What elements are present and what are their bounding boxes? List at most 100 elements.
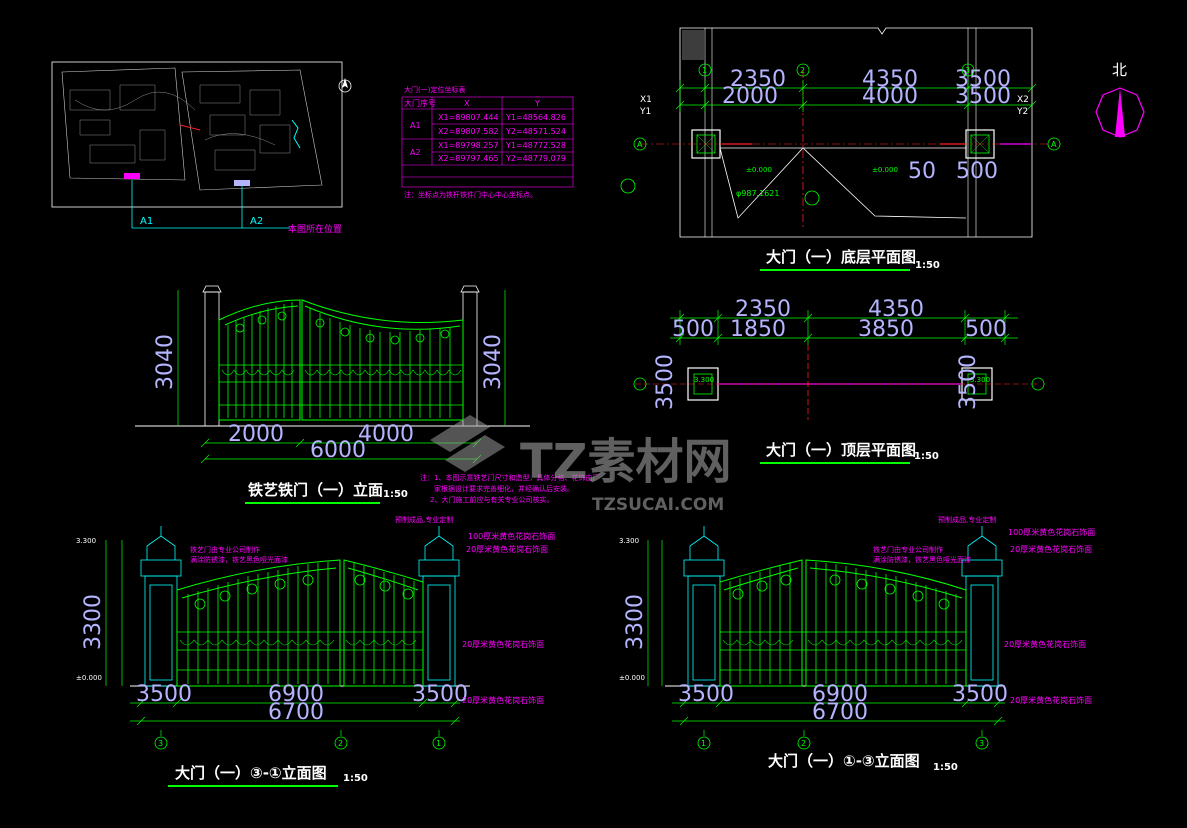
elevR-note-gate: 铁艺门由专业公司制作 bbox=[873, 545, 943, 554]
ground-axis-a-right: A bbox=[1051, 140, 1057, 149]
elevR-note-100: 100厚米黄色花岗石饰面 bbox=[1008, 527, 1095, 537]
gate-dim-1: 2000 bbox=[228, 422, 284, 447]
gate-note-2: 家根据设计要求完善细化，并经确认后安装。 bbox=[434, 484, 574, 493]
ground-dim-top-1: 2350 bbox=[730, 67, 786, 92]
north-arrow: 北 bbox=[1095, 61, 1145, 138]
top-level-right: 3.300 bbox=[970, 376, 990, 384]
top-level-left: 3.300 bbox=[694, 376, 714, 384]
watermark-url: TZSUCAI.COM bbox=[592, 495, 724, 515]
elevR-note-20c: 20厚米黄色花岗石饰面 bbox=[1010, 695, 1092, 705]
ground-axis-2: 2 bbox=[800, 66, 805, 75]
watermark-brand: TZ素材网 bbox=[520, 434, 732, 490]
elevR-title: 大门（一）①-③立面图 bbox=[768, 752, 920, 770]
gate-dim-2: 6000 bbox=[310, 438, 366, 463]
ground-axis-1: 1 bbox=[702, 66, 707, 75]
elevR-note-cap: 预制成品,专业定制 bbox=[938, 515, 996, 524]
elevR-height: 3300 bbox=[623, 594, 648, 650]
elevL-level-top: 3.300 bbox=[76, 537, 96, 545]
elevL-note-gate2: 满涂防锈漆，铁艺黑色哑光面漆 bbox=[190, 555, 288, 564]
coord-head-y: Y bbox=[534, 99, 540, 108]
gate-elevation-title: 铁艺铁门（一）立面 bbox=[248, 481, 383, 499]
gate-left-height: 3040 bbox=[153, 334, 178, 390]
elevL-note-20a: 20厚米黄色花岗石饰面 bbox=[466, 544, 548, 554]
ground-axis-a-left: A bbox=[637, 140, 643, 149]
ground-x2: X2 bbox=[1017, 95, 1029, 105]
elevL-note-cap: 预制成品,专业定制 bbox=[395, 515, 453, 524]
top-dim-second-4: 500 bbox=[965, 317, 1007, 342]
elevR-axis-2: 2 bbox=[801, 739, 806, 748]
ground-plan-scale: 1:50 bbox=[915, 260, 940, 271]
top-dim-top-1: 2350 bbox=[735, 297, 791, 322]
elevL-level-zero: ±0.000 bbox=[76, 674, 102, 682]
elevR-dim-total: 6700 bbox=[812, 700, 868, 725]
elevL-axis-3: 1 bbox=[436, 739, 441, 748]
coord-head-x: X bbox=[464, 99, 470, 108]
elevR-note-gate2: 满涂防锈漆，铁艺黑色哑光面漆 bbox=[873, 555, 971, 564]
elevL-axis-2: 2 bbox=[338, 739, 343, 748]
elevR-dim-3: 3500 bbox=[952, 682, 1008, 707]
ground-side-dim2: 500 bbox=[956, 159, 998, 184]
coord-row1-x2: X2=89807.582 bbox=[438, 127, 499, 136]
iron-gate-elevation: 2000 6000 4000 3040 3040 注：1、本图示意铁艺门尺寸和造… bbox=[135, 285, 599, 504]
top-side-dim-left: 3500 bbox=[653, 354, 678, 410]
elevL-title: 大门（一）③-①立面图 bbox=[175, 764, 327, 782]
top-plan-scale: 1:50 bbox=[914, 451, 939, 462]
elevR-note-20a: 20厚米黄色花岗石饰面 bbox=[1010, 544, 1092, 554]
ground-x1: X1 bbox=[640, 95, 652, 105]
gate-note-3: 2、大门施工前应与有关专业公司核实。 bbox=[430, 495, 553, 504]
coord-row2-x2: X2=89797.465 bbox=[438, 154, 499, 163]
gate-dim-3: 4000 bbox=[358, 422, 414, 447]
elevL-height: 3300 bbox=[81, 594, 106, 650]
ground-diameter: φ987.1621 bbox=[736, 189, 779, 198]
site-location-label: 本图所在位置 bbox=[288, 223, 342, 235]
elevR-axis-1: 1 bbox=[701, 739, 706, 748]
coord-head-gate: 大门序号 bbox=[404, 98, 436, 108]
elevL-dim-2: 6900 bbox=[268, 682, 324, 707]
gate-right-height: 3040 bbox=[481, 334, 506, 390]
coord-row1-y1: Y1=48564.826 bbox=[505, 113, 566, 122]
site-a2-label: A2 bbox=[250, 216, 263, 227]
coord-row1-y2: Y2=48571.524 bbox=[505, 127, 566, 136]
top-side-dim-right: 3500 bbox=[956, 354, 981, 410]
elevR-scale: 1:50 bbox=[933, 762, 958, 773]
coord-row2-y2: Y2=48779.079 bbox=[505, 154, 566, 163]
top-plan-title: 大门（一）顶层平面图 bbox=[766, 441, 916, 459]
elevL-scale: 1:50 bbox=[343, 773, 368, 784]
elevL-dim-3: 3500 bbox=[412, 682, 468, 707]
top-dim-second-1: 500 bbox=[672, 317, 714, 342]
watermark: TZ素材网 TZSUCAI.COM bbox=[430, 415, 732, 515]
ground-plan-title: 大门（一）底层平面图 bbox=[766, 248, 916, 266]
ground-dim-top-2: 4350 bbox=[862, 67, 918, 92]
elevR-dim-2: 6900 bbox=[812, 682, 868, 707]
coord-table-note: 注：坐标点为铁杆铁件门中心中心坐标点。 bbox=[404, 190, 537, 199]
gate-elevation-scale: 1:50 bbox=[383, 489, 408, 500]
elevL-dim-total: 6700 bbox=[268, 700, 324, 725]
elevL-axis-1: 3 bbox=[158, 739, 163, 748]
coordinate-table: 大门(一)定位坐标表 大门序号 X Y A1 X1=89807.444 Y1=4… bbox=[401, 85, 574, 199]
elevL-dim-1: 3500 bbox=[136, 682, 192, 707]
elevR-level-top: 3.300 bbox=[619, 537, 639, 545]
ground-y2: Y2 bbox=[1016, 107, 1028, 117]
ground-dim-second-1: 2000 bbox=[722, 84, 778, 109]
elevL-note-100: 100厚米黄色花岗石饰面 bbox=[468, 531, 555, 541]
elevR-level-zero: ±0.000 bbox=[619, 674, 645, 682]
coord-row2-gate: A2 bbox=[410, 148, 421, 157]
gate-note-1: 注：1、本图示意铁艺门尺寸和造型，具体分格、花饰由厂 bbox=[420, 473, 599, 482]
elevation-1-3: 3500 6900 3500 6700 3300 3.300 ±0.000 1 … bbox=[619, 515, 1095, 773]
elevR-axis-3: 3 bbox=[979, 739, 984, 748]
coord-row1-x1: X1=89807.444 bbox=[438, 113, 499, 122]
coord-table-title: 大门(一)定位坐标表 bbox=[404, 85, 465, 94]
ground-dim-second-2: 4000 bbox=[862, 84, 918, 109]
top-floor-plan: 2350 4350 500 1850 3850 500 3.300 3.300 … bbox=[633, 297, 1045, 464]
ground-dim-second-3: 3500 bbox=[955, 84, 1011, 109]
top-dim-second-3: 3850 bbox=[858, 317, 914, 342]
coord-row1-gate: A1 bbox=[410, 121, 421, 130]
ground-side-dim: 50 bbox=[908, 159, 936, 184]
coord-row2-x1: X1=89798.257 bbox=[438, 141, 499, 150]
top-dim-second-2: 1850 bbox=[730, 317, 786, 342]
ground-elev-2: ±0.000 bbox=[872, 166, 898, 174]
ground-axis-3: 3 bbox=[965, 66, 970, 75]
elevL-note-20b: 20厚米黄色花岗石饰面 bbox=[462, 639, 544, 649]
coord-row2-y1: Y1=48772.528 bbox=[505, 141, 566, 150]
ground-elev-1: ±0.000 bbox=[746, 166, 772, 174]
